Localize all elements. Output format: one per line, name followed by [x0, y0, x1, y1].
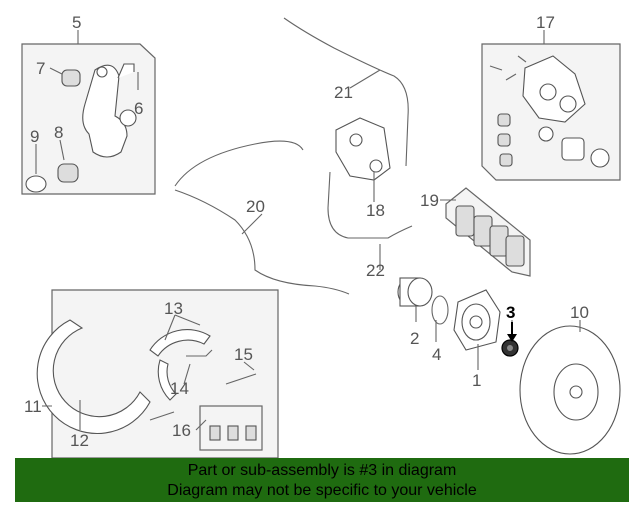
callout-5: 5	[72, 13, 81, 32]
abs-sensor-22	[327, 171, 413, 239]
caliper-assembly-box	[481, 43, 621, 181]
backing-plate-box	[36, 289, 279, 458]
brake-pads-box	[445, 187, 531, 277]
callout-17: 17	[536, 13, 555, 32]
callout-10: 10	[570, 303, 589, 322]
hub-nut-3	[501, 339, 519, 357]
footer-banner: Part or sub-assembly is #3 in diagram Di…	[15, 458, 629, 502]
callout-7: 7	[36, 59, 45, 78]
callout-18: 18	[366, 201, 385, 220]
callout-16: 16	[172, 421, 191, 440]
footer-line-1: Part or sub-assembly is #3 in diagram	[187, 462, 457, 479]
callout-2: 2	[410, 329, 419, 348]
knuckle-assembly-box	[21, 43, 156, 195]
abs-harness-20	[174, 140, 350, 295]
callout-14: 14	[170, 379, 189, 398]
callout-20: 20	[246, 197, 265, 216]
leader-lines	[35, 30, 581, 431]
parts-diagram: 5 7 6 9 8 17 21 18 19 20 22 2 4 1 3 10 1…	[21, 13, 621, 458]
callout-1: 1	[472, 371, 481, 390]
callout-13: 13	[164, 299, 183, 318]
callout-11: 11	[24, 397, 42, 416]
callout-15: 15	[234, 345, 253, 364]
callout-12: 12	[70, 431, 89, 450]
wheel-bearing-2	[397, 277, 433, 307]
callout-9: 9	[30, 127, 39, 146]
callout-6: 6	[134, 99, 143, 118]
footer-line-2: Diagram may not be specific to your vehi…	[167, 482, 477, 499]
callout-22: 22	[366, 261, 385, 280]
brake-rotor-10	[519, 325, 621, 455]
caliper-bracket-18	[335, 117, 391, 181]
callout-21: 21	[334, 83, 353, 102]
callout-3: 3	[506, 303, 515, 322]
callout-19: 19	[420, 191, 439, 210]
wheel-hub-1	[453, 289, 501, 351]
callout-8: 8	[54, 123, 63, 142]
callout-4: 4	[432, 345, 441, 364]
brake-hose-21	[283, 17, 409, 167]
snap-ring-4	[431, 295, 449, 325]
